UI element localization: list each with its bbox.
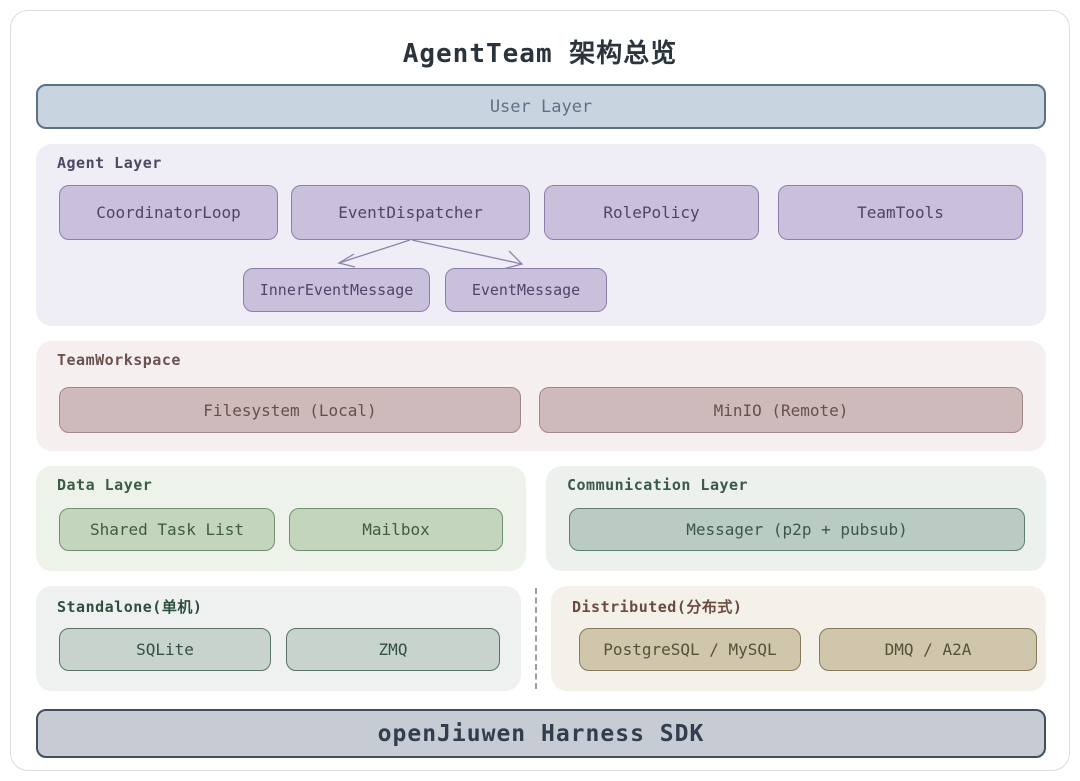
sdk-bar-label: openJiuwen Harness SDK	[377, 720, 705, 747]
standalone-title: Standalone(单机)	[57, 598, 203, 616]
node-mailbox: Mailbox	[289, 508, 503, 551]
node-shared-task-list: Shared Task List	[59, 508, 275, 551]
page-title: AgentTeam 架构总览	[402, 39, 678, 69]
data-layer-title: Data Layer	[57, 476, 153, 494]
node-coordinator-loop: CoordinatorLoop	[59, 185, 278, 240]
standalone-distributed-divider	[535, 588, 537, 689]
node-inner-event-message: InnerEventMessage	[243, 268, 430, 312]
node-postgresql-mysql: PostgreSQL / MySQL	[579, 628, 801, 671]
team-workspace-section: TeamWorkspace Filesystem (Local) MinIO (…	[36, 341, 1046, 451]
node-zmq: ZMQ	[286, 628, 500, 671]
node-team-tools: TeamTools	[778, 185, 1023, 240]
node-dmq-a2a: DMQ / A2A	[819, 628, 1037, 671]
node-filesystem-local: Filesystem (Local)	[59, 387, 521, 433]
node-messager: Messager (p2p + pubsub)	[569, 508, 1025, 551]
node-sqlite: SQLite	[59, 628, 271, 671]
distributed-title: Distributed(分布式)	[572, 598, 743, 616]
communication-layer-section: Communication Layer Messager (p2p + pubs…	[546, 466, 1046, 571]
user-layer-label: User Layer	[489, 96, 593, 117]
agent-layer-title: Agent Layer	[57, 154, 162, 172]
node-event-message: EventMessage	[445, 268, 607, 312]
communication-layer-title: Communication Layer	[567, 476, 749, 494]
data-layer-section: Data Layer Shared Task List Mailbox	[36, 466, 526, 571]
agent-layer-section: Agent Layer CoordinatorLoop EventDispatc…	[36, 144, 1046, 326]
sdk-bar: openJiuwen Harness SDK	[36, 709, 1046, 758]
user-layer-bar: User Layer	[36, 84, 1046, 129]
node-minio-remote: MinIO (Remote)	[539, 387, 1023, 433]
node-role-policy: RolePolicy	[544, 185, 759, 240]
architecture-diagram: AgentTeam 架构总览 User Layer Agent Layer Co…	[10, 10, 1070, 771]
distributed-section: Distributed(分布式) PostgreSQL / MySQL DMQ …	[551, 586, 1046, 691]
team-workspace-title: TeamWorkspace	[57, 351, 181, 369]
standalone-section: Standalone(单机) SQLite ZMQ	[36, 586, 521, 691]
dispatch-arrows	[337, 239, 524, 270]
node-event-dispatcher: EventDispatcher	[291, 185, 530, 240]
